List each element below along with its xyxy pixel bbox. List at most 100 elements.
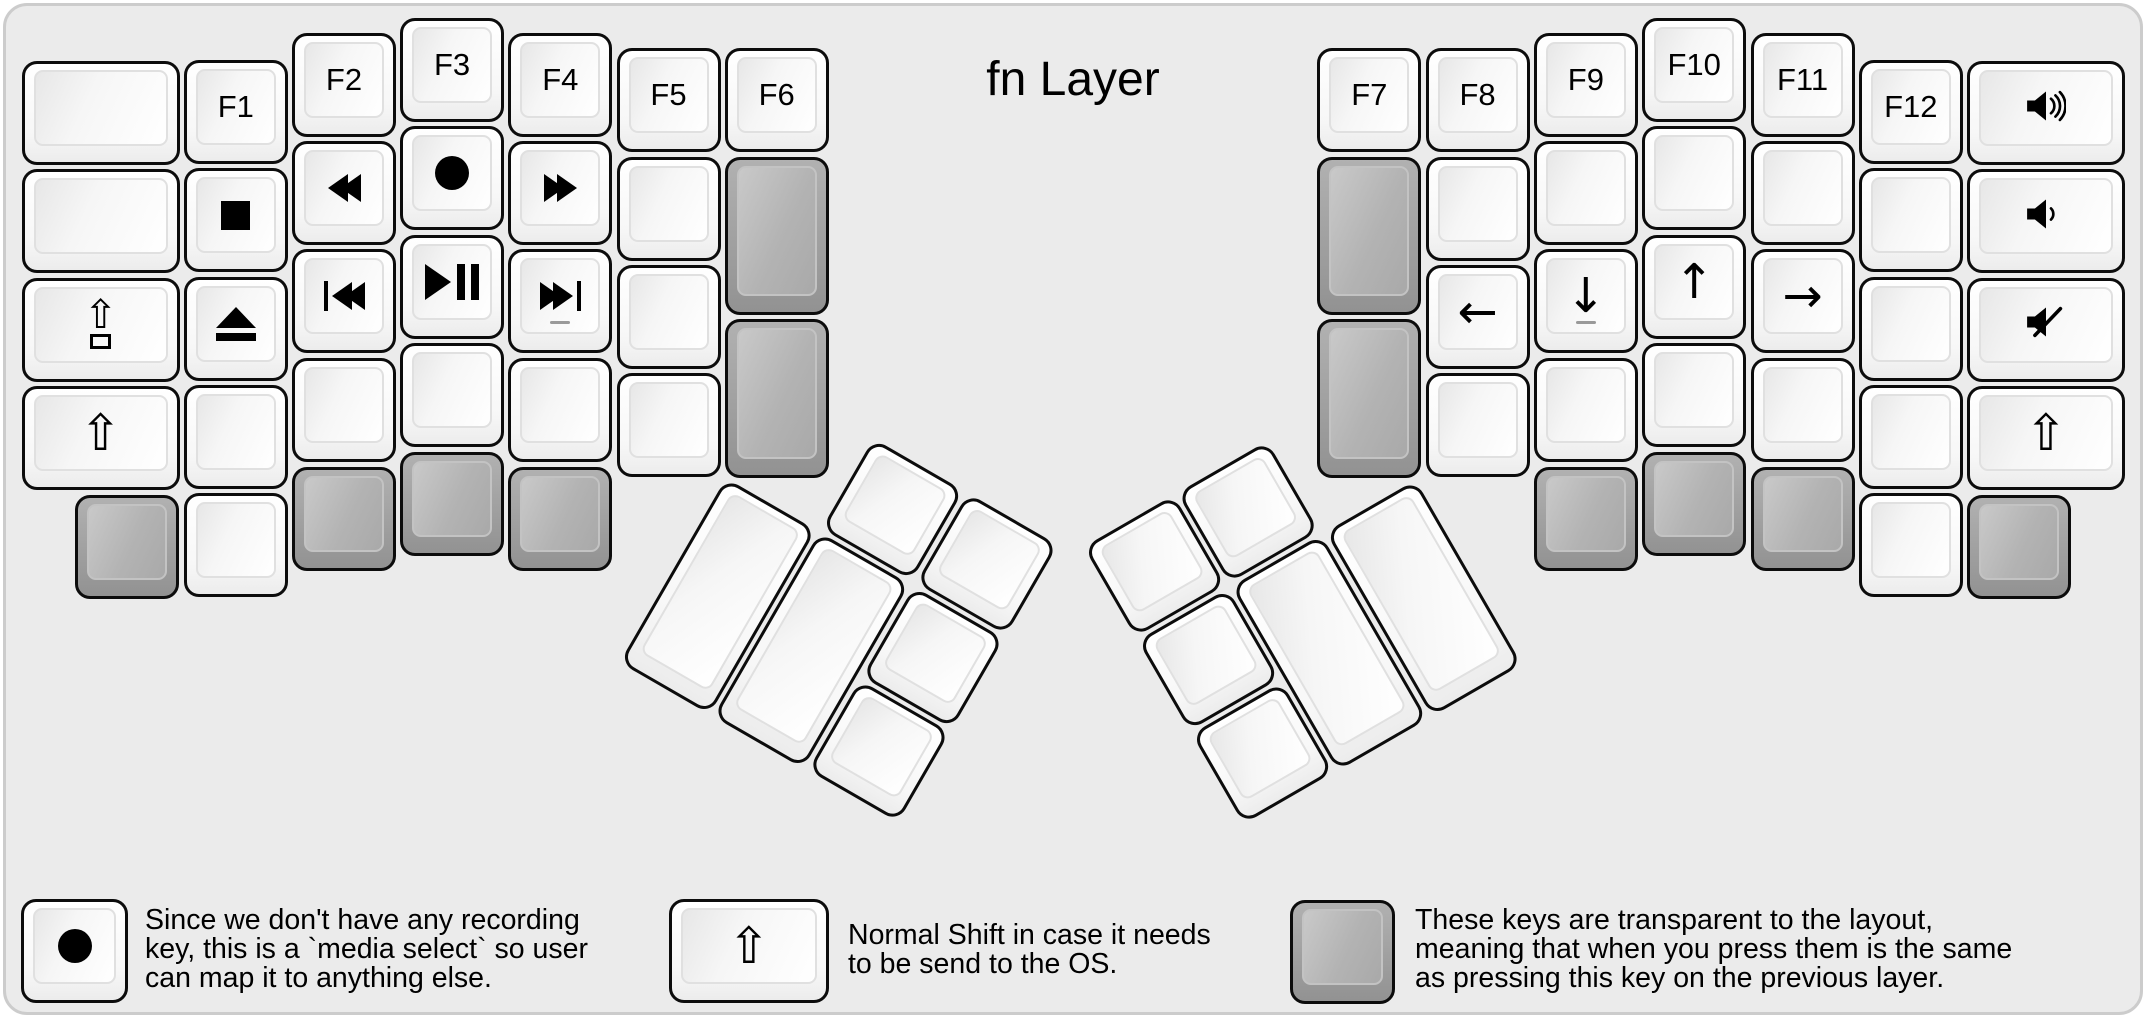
key-shift[interactable]: ⇧ [1967,385,2126,490]
key-blank[interactable] [508,357,613,462]
legend-transparent-key[interactable] [1290,900,1395,1004]
key-transparent[interactable] [1533,466,1638,571]
key-f5[interactable]: F5 [616,48,721,153]
key-next-track[interactable] [508,249,613,354]
key-transparent[interactable] [75,494,179,599]
key-f8[interactable]: F8 [1425,48,1530,153]
key-f9[interactable]: F9 [1533,32,1638,137]
key-blank[interactable] [1425,156,1530,261]
keytop [736,328,817,459]
key-blank[interactable] [1858,384,1963,489]
key-transparent[interactable] [508,466,613,571]
keytop [1545,366,1626,443]
arrow-right-icon: → [1782,268,1823,325]
keytop [1545,150,1626,226]
key-transparent[interactable] [1317,319,1422,478]
key-blank[interactable] [183,384,288,489]
keytop: F6 [736,57,817,134]
key-f4[interactable]: F4 [508,32,613,137]
key-shift[interactable]: ⇧ [21,385,180,490]
key-blank[interactable] [1533,357,1638,462]
key-blank[interactable] [21,61,180,165]
key-prev-track[interactable] [292,249,396,354]
voldown-icon [2027,199,2055,229]
key-blank[interactable] [1858,493,1963,598]
key-record[interactable] [400,126,505,231]
key-blank[interactable] [1750,141,1855,245]
keytop [195,502,276,579]
keytop [412,351,493,428]
fast-forward-icon [543,174,577,202]
legend-line: key, this is a `media select` so user [145,933,588,965]
arrow-left-icon: ← [1457,283,1498,340]
key-eject[interactable] [183,276,288,381]
key-blank[interactable] [616,156,721,261]
key-f6[interactable]: F6 [724,48,829,153]
key-mute[interactable] [1967,277,2126,382]
voldown-icon-wrap [2026,196,2066,237]
key-transparent[interactable] [1317,156,1422,316]
key-transparent[interactable] [1642,451,1747,556]
key-f12[interactable]: F12 [1858,60,1963,164]
key-blank[interactable] [1858,276,1963,381]
key-rewind[interactable] [292,141,396,245]
key-arrow-up[interactable]: ↑ [1642,234,1747,339]
key-f3[interactable]: F3 [400,18,505,122]
key-blank[interactable] [1750,357,1855,462]
legend-line: These keys are transparent to the layout… [1415,904,1934,936]
mute-icon-wrap [2026,304,2066,345]
keytop [1545,475,1626,552]
key-f1[interactable]: F1 [183,60,288,164]
keytop: F3 [412,27,493,103]
keytop [1870,502,1951,579]
key-caps-lock[interactable]: ⇧ [21,277,180,382]
keytop: F5 [628,57,709,134]
keytop [1437,165,1518,242]
key-f7[interactable]: F7 [1317,48,1422,153]
key-arrow-left[interactable]: ← [1425,264,1530,369]
key-transparent[interactable] [724,156,829,316]
key-fast-forward[interactable] [508,141,613,245]
shift-icon: ⇧ [2025,403,2068,462]
key-transparent[interactable] [292,466,396,571]
homing-bar [1575,321,1596,325]
key-volume-up[interactable] [1967,61,2126,165]
key-blank[interactable] [1642,342,1747,447]
keytop [195,393,276,470]
key-blank[interactable] [21,169,180,274]
key-blank[interactable] [1533,141,1638,245]
keytop: F2 [304,41,384,118]
keytop [1870,393,1951,470]
legend-line: to be send to the OS. [848,948,1118,980]
key-blank[interactable] [1858,168,1963,273]
key-f2[interactable]: F2 [292,32,396,137]
keytop [1437,382,1518,459]
key-blank[interactable] [292,357,396,462]
key-blank[interactable] [1642,126,1747,231]
legend-record-key[interactable] [21,899,128,1003]
stop-icon [221,200,251,230]
key-f11[interactable]: F11 [1750,32,1855,137]
key-blank[interactable] [400,342,505,447]
legend-shift-key[interactable]: ⇧ [669,899,829,1003]
key-transparent[interactable] [1967,494,2072,599]
keytop: → [1762,258,1843,335]
key-f10[interactable]: F10 [1642,18,1747,122]
key-transparent[interactable] [724,319,829,478]
key-blank[interactable] [183,493,288,598]
key-label: F1 [217,89,254,124]
key-arrow-right[interactable]: → [1750,249,1855,354]
key-play-pause[interactable] [400,234,505,339]
key-stop[interactable] [183,168,288,273]
key-blank[interactable] [1425,373,1530,478]
legend-line: can map it to anything else. [145,962,492,994]
key-arrow-down[interactable]: ↓ [1533,249,1638,354]
key-transparent[interactable] [400,451,505,556]
keytop: F4 [520,41,601,118]
key-label: F11 [1776,61,1829,97]
key-blank[interactable] [616,373,721,478]
key-label: F8 [1459,77,1496,113]
key-volume-down[interactable] [1967,169,2126,274]
key-blank[interactable] [616,264,721,369]
key-transparent[interactable] [1750,466,1855,571]
